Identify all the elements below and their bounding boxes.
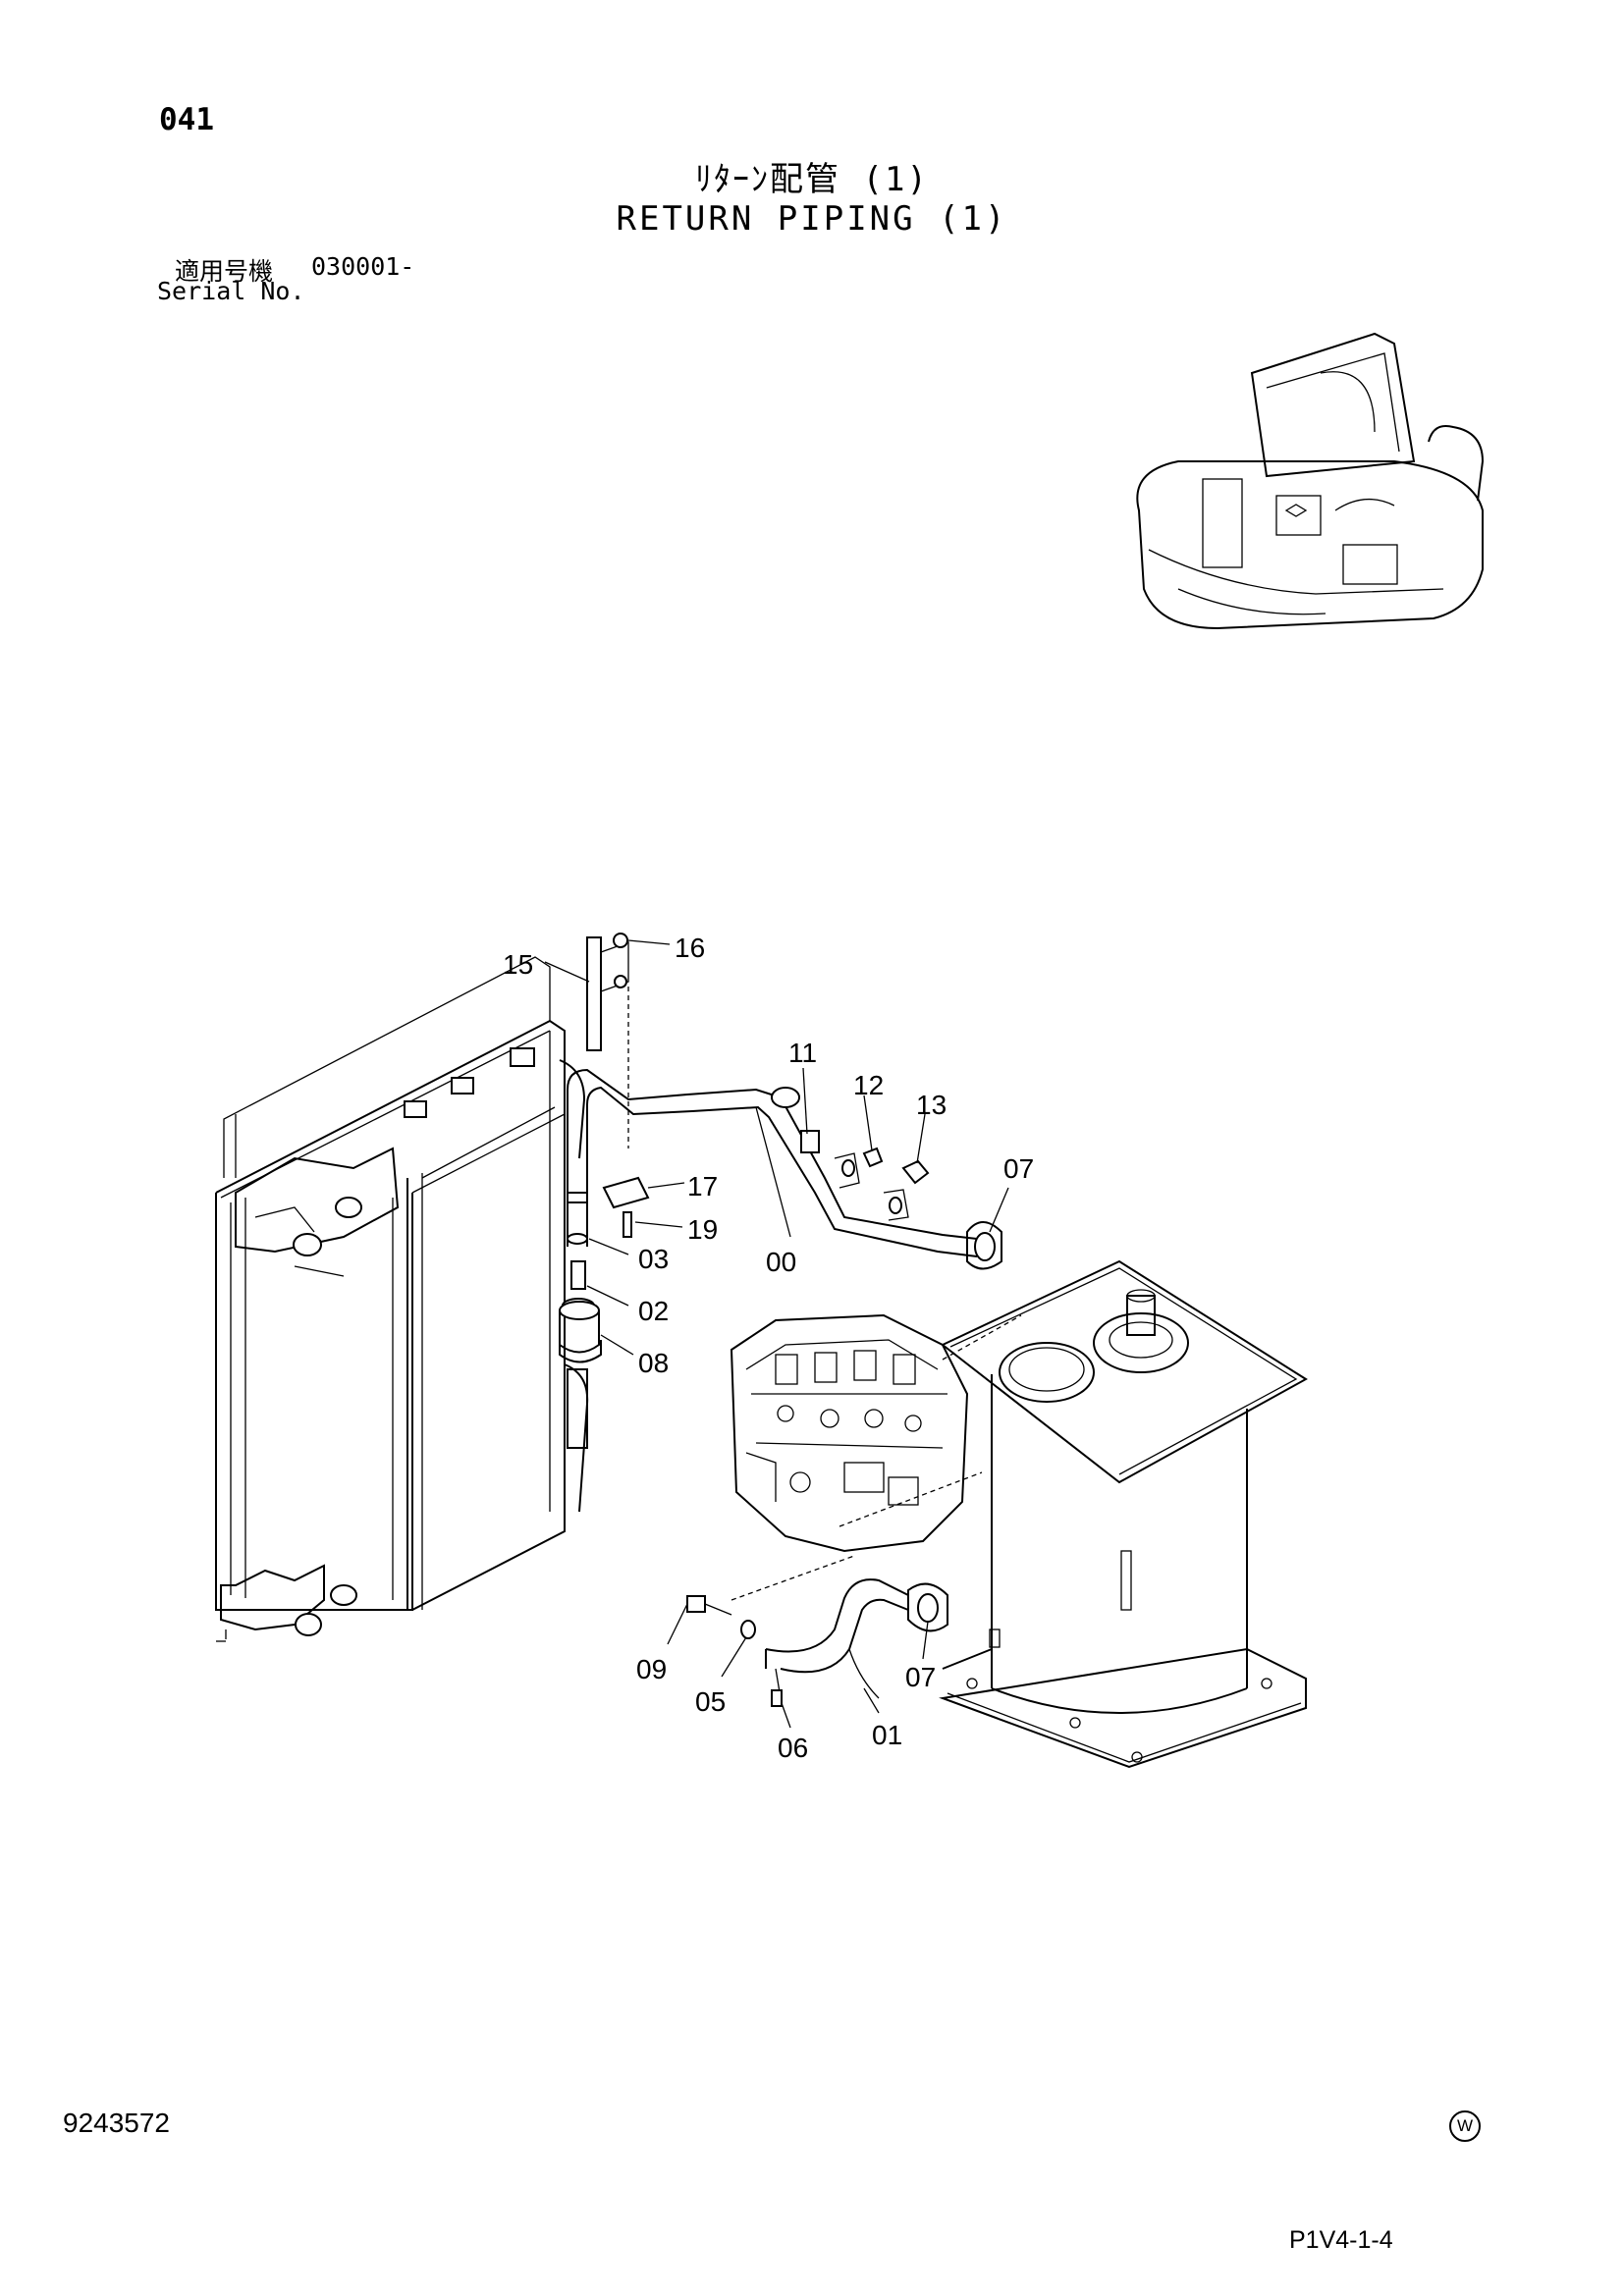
radiator-assembly — [215, 956, 589, 1642]
title-japanese: ﾘﾀｰﾝ配管 (1) — [695, 160, 929, 199]
callout-16: 16 — [675, 933, 705, 963]
callout-07-lower: 07 — [905, 1662, 936, 1692]
callout-11: 11 — [788, 1038, 817, 1068]
callout-00: 00 — [766, 1247, 796, 1277]
page-number: 041 — [159, 102, 214, 137]
callout-17: 17 — [687, 1171, 718, 1201]
callout-19: 19 — [687, 1214, 718, 1245]
callout-labels: 15 16 11 12 13 07 17 19 03 00 02 08 09 0… — [503, 933, 1034, 1763]
callout-15: 15 — [503, 949, 533, 980]
return-pipe-00 — [567, 1068, 978, 1257]
serial-label-english: Serial No. — [157, 277, 305, 305]
return-pipe-01 — [686, 1555, 948, 1707]
excavator-location-sketch — [1136, 332, 1485, 630]
serial-label-japanese: 適用号機 — [175, 257, 274, 286]
hydraulic-tank — [839, 1259, 1308, 1769]
serial-value: 030001- — [311, 252, 415, 281]
callout-02: 02 — [638, 1296, 669, 1326]
small-fittings — [602, 1130, 930, 1238]
document-number: 9243572 — [63, 2108, 171, 2138]
callout-07-upper: 07 — [1003, 1153, 1034, 1184]
callout-09: 09 — [636, 1654, 667, 1684]
title-english: RETURN PIPING (1) — [616, 199, 1008, 239]
callout-06: 06 — [778, 1733, 808, 1763]
leader-lines — [544, 939, 1009, 1729]
callout-01: 01 — [872, 1720, 902, 1750]
callout-05: 05 — [695, 1686, 726, 1717]
callout-12: 12 — [853, 1070, 884, 1100]
page-code: P1V4-1-4 — [1289, 2226, 1393, 2254]
control-valve — [730, 1313, 969, 1553]
bracket-and-bolt — [586, 933, 629, 1148]
pipe-fittings-left — [559, 1233, 602, 1363]
callout-08: 08 — [638, 1348, 669, 1378]
clamp-07-upper — [966, 1221, 1002, 1270]
revision-mark: W — [1449, 2110, 1481, 2142]
callout-03: 03 — [638, 1244, 669, 1274]
callout-13: 13 — [916, 1090, 947, 1120]
